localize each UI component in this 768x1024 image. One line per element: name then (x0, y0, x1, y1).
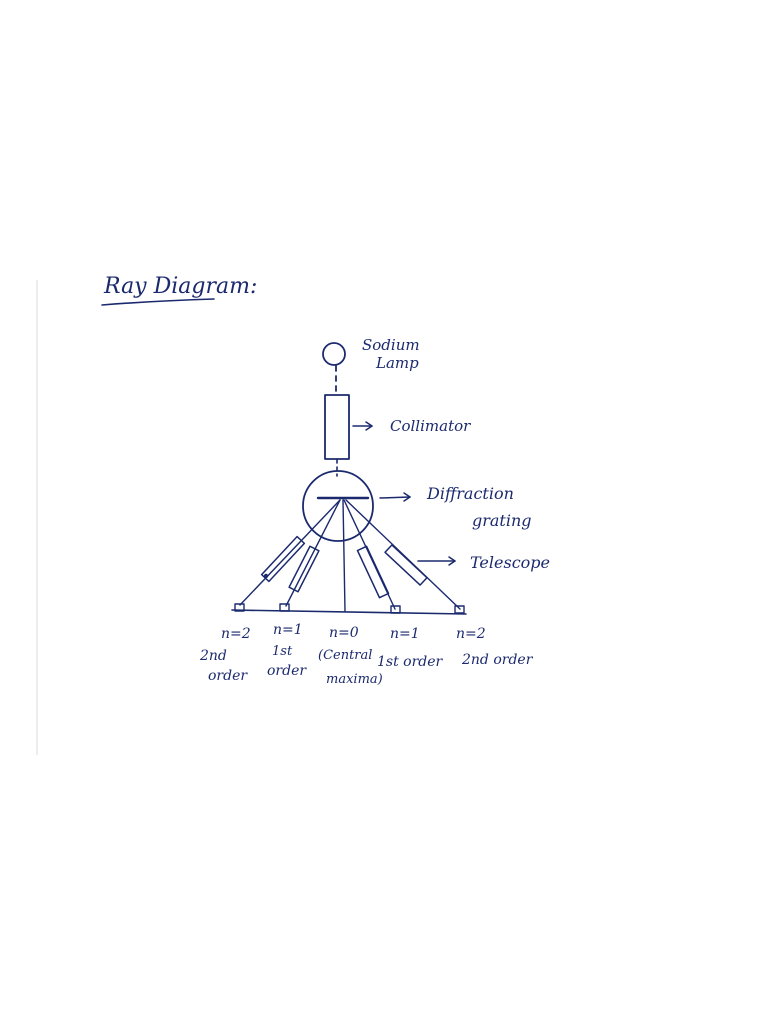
order-2-left-text2: order (208, 668, 248, 684)
order-2-right-marker (454, 605, 465, 614)
order-1-left-text1: 1st (272, 644, 293, 659)
ray-order-0 (342, 499, 346, 612)
order-1-left-text2: order (267, 663, 307, 679)
order-0-text2: maxima) (326, 672, 383, 687)
telescope-order-1-right (356, 545, 390, 599)
order-2-right-n: n=2 (456, 626, 486, 642)
collimator-tube (324, 394, 350, 460)
grating-arrowhead (403, 492, 411, 502)
order-2-right-text1: 2nd order (461, 652, 534, 668)
ray-order-2-left (239, 499, 341, 606)
order-2-left-marker (234, 603, 245, 612)
grating-label-line1: Diffraction (426, 484, 514, 503)
order-2-left-text1: 2nd (199, 648, 227, 664)
order-2-left-n: n=2 (221, 626, 251, 642)
screen-baseline (231, 609, 467, 615)
grating-arrow (379, 496, 411, 499)
telescope-order-2-right (384, 544, 428, 586)
order-1-left-marker (279, 603, 290, 612)
sodium-lamp-icon (322, 342, 346, 366)
grating-table-circle (302, 470, 374, 542)
lamp-label-line2: Lamp (375, 354, 419, 372)
telescope-eyepiece-dot (263, 573, 269, 579)
title-underline (101, 298, 215, 306)
order-1-right-marker (390, 605, 401, 614)
telescope-label: Telescope (470, 553, 550, 572)
collimator-arrowhead (365, 421, 373, 431)
telescope-arrowhead (448, 556, 456, 566)
order-1-right-n: n=1 (390, 626, 420, 642)
order-0-n: n=0 (329, 625, 359, 641)
grating-label-line2: grating (472, 511, 532, 530)
diagram-title: Ray Diagram: (103, 274, 257, 299)
order-1-right-text1: 1st order (377, 654, 444, 670)
collimator-label: Collimator (390, 417, 471, 435)
order-1-left-n: n=1 (273, 622, 303, 638)
lamp-label-line1: Sodium (362, 336, 420, 354)
ray-order-1-left (285, 499, 341, 607)
order-0-text1: (Central (318, 648, 372, 663)
telescope-order-1-left (288, 545, 320, 593)
